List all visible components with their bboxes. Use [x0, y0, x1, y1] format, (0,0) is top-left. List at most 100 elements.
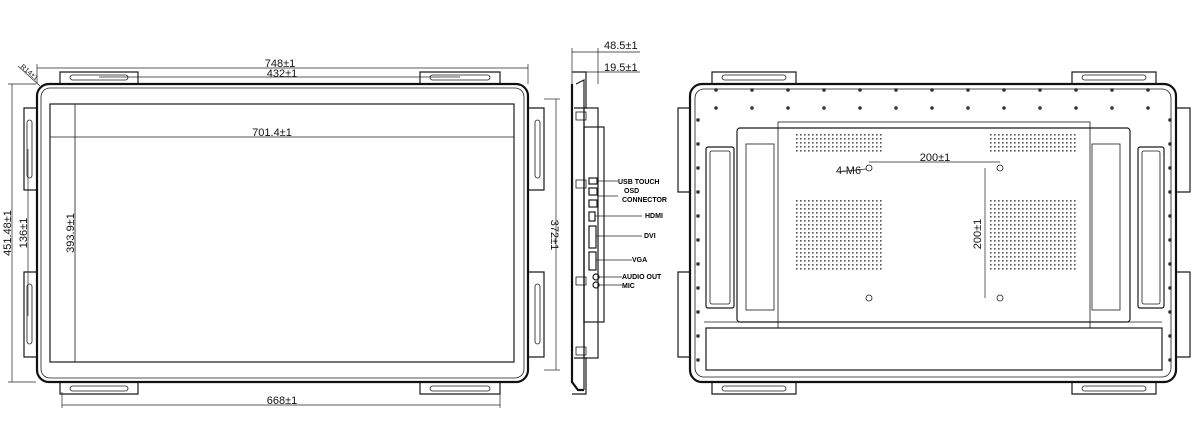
vent-hole — [1050, 260, 1052, 262]
vent-hole — [800, 252, 802, 254]
vent-hole — [1014, 260, 1016, 262]
vent-hole — [1074, 256, 1076, 258]
vent-hole — [856, 228, 858, 230]
vent-hole — [812, 220, 814, 222]
vent-hole — [824, 256, 826, 258]
vent-hole — [994, 236, 996, 238]
screw-icon — [1002, 88, 1006, 92]
vent-hole — [880, 260, 882, 262]
vent-hole — [1034, 268, 1036, 270]
vent-hole — [836, 208, 838, 210]
vent-hole — [994, 248, 996, 250]
vent-hole — [852, 216, 854, 218]
vent-hole — [1046, 260, 1048, 262]
vent-hole — [998, 268, 1000, 270]
vent-hole — [1058, 224, 1060, 226]
vent-hole — [876, 212, 878, 214]
vent-hole — [876, 244, 878, 246]
front-bracket-right-top — [528, 107, 545, 191]
vent-hole — [820, 138, 822, 140]
vent-hole — [852, 138, 854, 140]
vent-hole — [990, 268, 992, 270]
vent-hole — [990, 224, 992, 226]
vent-hole — [852, 204, 854, 206]
vent-hole — [812, 142, 814, 144]
vent-hole — [800, 248, 802, 250]
vent-hole — [828, 268, 830, 270]
vent-hole — [1062, 220, 1064, 222]
vent-hole — [1046, 150, 1048, 152]
vent-hole — [1058, 240, 1060, 242]
vent-hole — [880, 256, 882, 258]
vent-hole — [804, 204, 806, 206]
vent-hole — [1062, 224, 1064, 226]
vent-hole — [804, 224, 806, 226]
screw-icon — [696, 118, 700, 122]
vent-hole — [844, 200, 846, 202]
vent-hole — [836, 228, 838, 230]
vent-hole — [1062, 232, 1064, 234]
vent-hole — [836, 142, 838, 144]
vent-hole — [880, 244, 882, 246]
vent-hole — [998, 208, 1000, 210]
vent-hole — [994, 244, 996, 246]
vent-hole — [860, 260, 862, 262]
vent-hole — [1034, 200, 1036, 202]
vent-hole — [1010, 134, 1012, 136]
vent-hole — [804, 200, 806, 202]
vent-hole — [990, 236, 992, 238]
vent-hole — [852, 228, 854, 230]
vent-hole — [1050, 252, 1052, 254]
vent-hole — [848, 256, 850, 258]
vent-hole — [1050, 224, 1052, 226]
screw-icon — [1168, 166, 1172, 170]
vent-hole — [872, 204, 874, 206]
vent-hole — [998, 248, 1000, 250]
vent-hole — [1054, 240, 1056, 242]
vent-hole — [848, 264, 850, 266]
vent-hole — [856, 208, 858, 210]
vent-hole — [832, 146, 834, 148]
screw-icon — [858, 106, 862, 110]
vent-hole — [1062, 138, 1064, 140]
vent-hole — [1054, 200, 1056, 202]
vent-hole — [994, 260, 996, 262]
vent-hole — [824, 216, 826, 218]
vent-hole — [1030, 138, 1032, 140]
vent-hole — [820, 216, 822, 218]
vent-hole — [1046, 212, 1048, 214]
vent-hole — [1046, 142, 1048, 144]
vent-hole — [1066, 204, 1068, 206]
vent-hole — [872, 264, 874, 266]
vent-hole — [998, 256, 1000, 258]
vent-hole — [840, 142, 842, 144]
vent-hole — [828, 252, 830, 254]
vent-hole — [1010, 264, 1012, 266]
vent-hole — [800, 150, 802, 152]
vent-hole — [990, 134, 992, 136]
vent-hole — [844, 146, 846, 148]
vent-hole — [816, 248, 818, 250]
vent-hole — [1022, 236, 1024, 238]
vent-hole — [800, 244, 802, 246]
screw-icon — [1168, 142, 1172, 146]
screw-icon — [1168, 190, 1172, 194]
vent-hole — [828, 256, 830, 258]
rear-perimeter-screws — [696, 88, 1172, 362]
vent-hole — [1010, 200, 1012, 202]
vent-hole — [856, 220, 858, 222]
vent-hole — [828, 220, 830, 222]
vent-hole — [804, 146, 806, 148]
vent-hole — [1074, 216, 1076, 218]
vent-hole — [1042, 146, 1044, 148]
vent-hole — [1054, 208, 1056, 210]
vent-hole — [1006, 142, 1008, 144]
vent-hole — [1018, 244, 1020, 246]
vent-hole — [1058, 138, 1060, 140]
vent-hole — [800, 204, 802, 206]
vent-hole — [1066, 138, 1068, 140]
vent-hole — [990, 146, 992, 148]
vent-hole — [824, 224, 826, 226]
vent-hole — [840, 204, 842, 206]
